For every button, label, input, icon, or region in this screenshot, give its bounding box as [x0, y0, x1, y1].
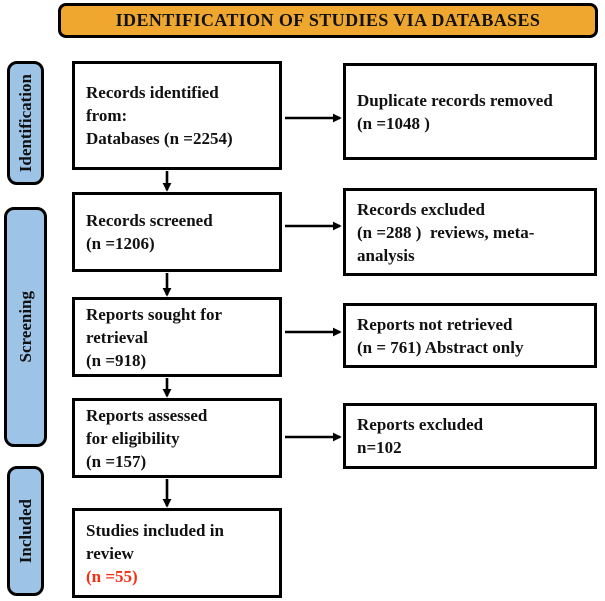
- box-line: for eligibility: [86, 428, 180, 448]
- diagram-title-banner: IDENTIFICATION OF STUDIES VIA DATABASES: [58, 3, 598, 38]
- box-line: (n =288 ) reviews, meta-: [357, 222, 535, 242]
- stage-label-text: Screening: [15, 291, 35, 363]
- box-line: analysis: [357, 245, 415, 265]
- box-line: Reports not retrieved: [357, 314, 513, 334]
- box-line: Reports sought for: [86, 304, 222, 324]
- stage-label-text: Included: [15, 498, 35, 564]
- box-line: Records excluded: [357, 199, 485, 219]
- box-records-identified: Records identified from: Databases (n =2…: [72, 61, 282, 170]
- stage-label-text: Identification: [15, 73, 35, 173]
- box-reports-sought: Reports sought for retrieval (n =918): [72, 297, 282, 377]
- box-line: Studies included in: [86, 520, 224, 540]
- box-line: Records identified: [86, 83, 219, 102]
- box-line-highlight: (n =55): [86, 566, 138, 586]
- box-line: review: [86, 543, 134, 563]
- box-line: Duplicate records removed: [357, 90, 553, 110]
- stage-label-included: Included: [7, 466, 44, 596]
- box-line: from:: [86, 106, 128, 125]
- stage-label-identification: Identification: [7, 61, 44, 185]
- box-reports-excluded: Reports excluded n=102: [343, 403, 597, 469]
- box-line: Reports excluded: [357, 415, 484, 434]
- box-reports-assessed: Reports assessed for eligibility (n =157…: [72, 398, 282, 478]
- box-line: (n =157): [86, 451, 147, 471]
- box-line: Reports assessed: [86, 405, 208, 425]
- box-studies-included: Studies included in review (n =55): [72, 508, 282, 598]
- box-line: (n =1048 ): [357, 113, 430, 133]
- box-line: (n = 761) Abstract only: [357, 337, 524, 357]
- box-reports-not-retrieved: Reports not retrieved (n = 761) Abstract…: [343, 303, 597, 368]
- box-line: Databases (n =2254): [86, 129, 233, 148]
- stage-label-screening: Screening: [4, 207, 47, 447]
- box-line: (n =918): [86, 350, 147, 370]
- box-records-screened: Records screened (n =1206): [72, 192, 282, 272]
- box-duplicates-removed: Duplicate records removed (n =1048 ): [343, 63, 597, 160]
- box-line: n=102: [357, 438, 402, 457]
- box-line: retrieval: [86, 327, 148, 347]
- box-records-excluded: Records excluded (n =288 ) reviews, meta…: [343, 188, 597, 276]
- box-line: (n =1206): [86, 234, 155, 253]
- box-line: Records screened: [86, 211, 213, 230]
- diagram-title: IDENTIFICATION OF STUDIES VIA DATABASES: [115, 10, 541, 30]
